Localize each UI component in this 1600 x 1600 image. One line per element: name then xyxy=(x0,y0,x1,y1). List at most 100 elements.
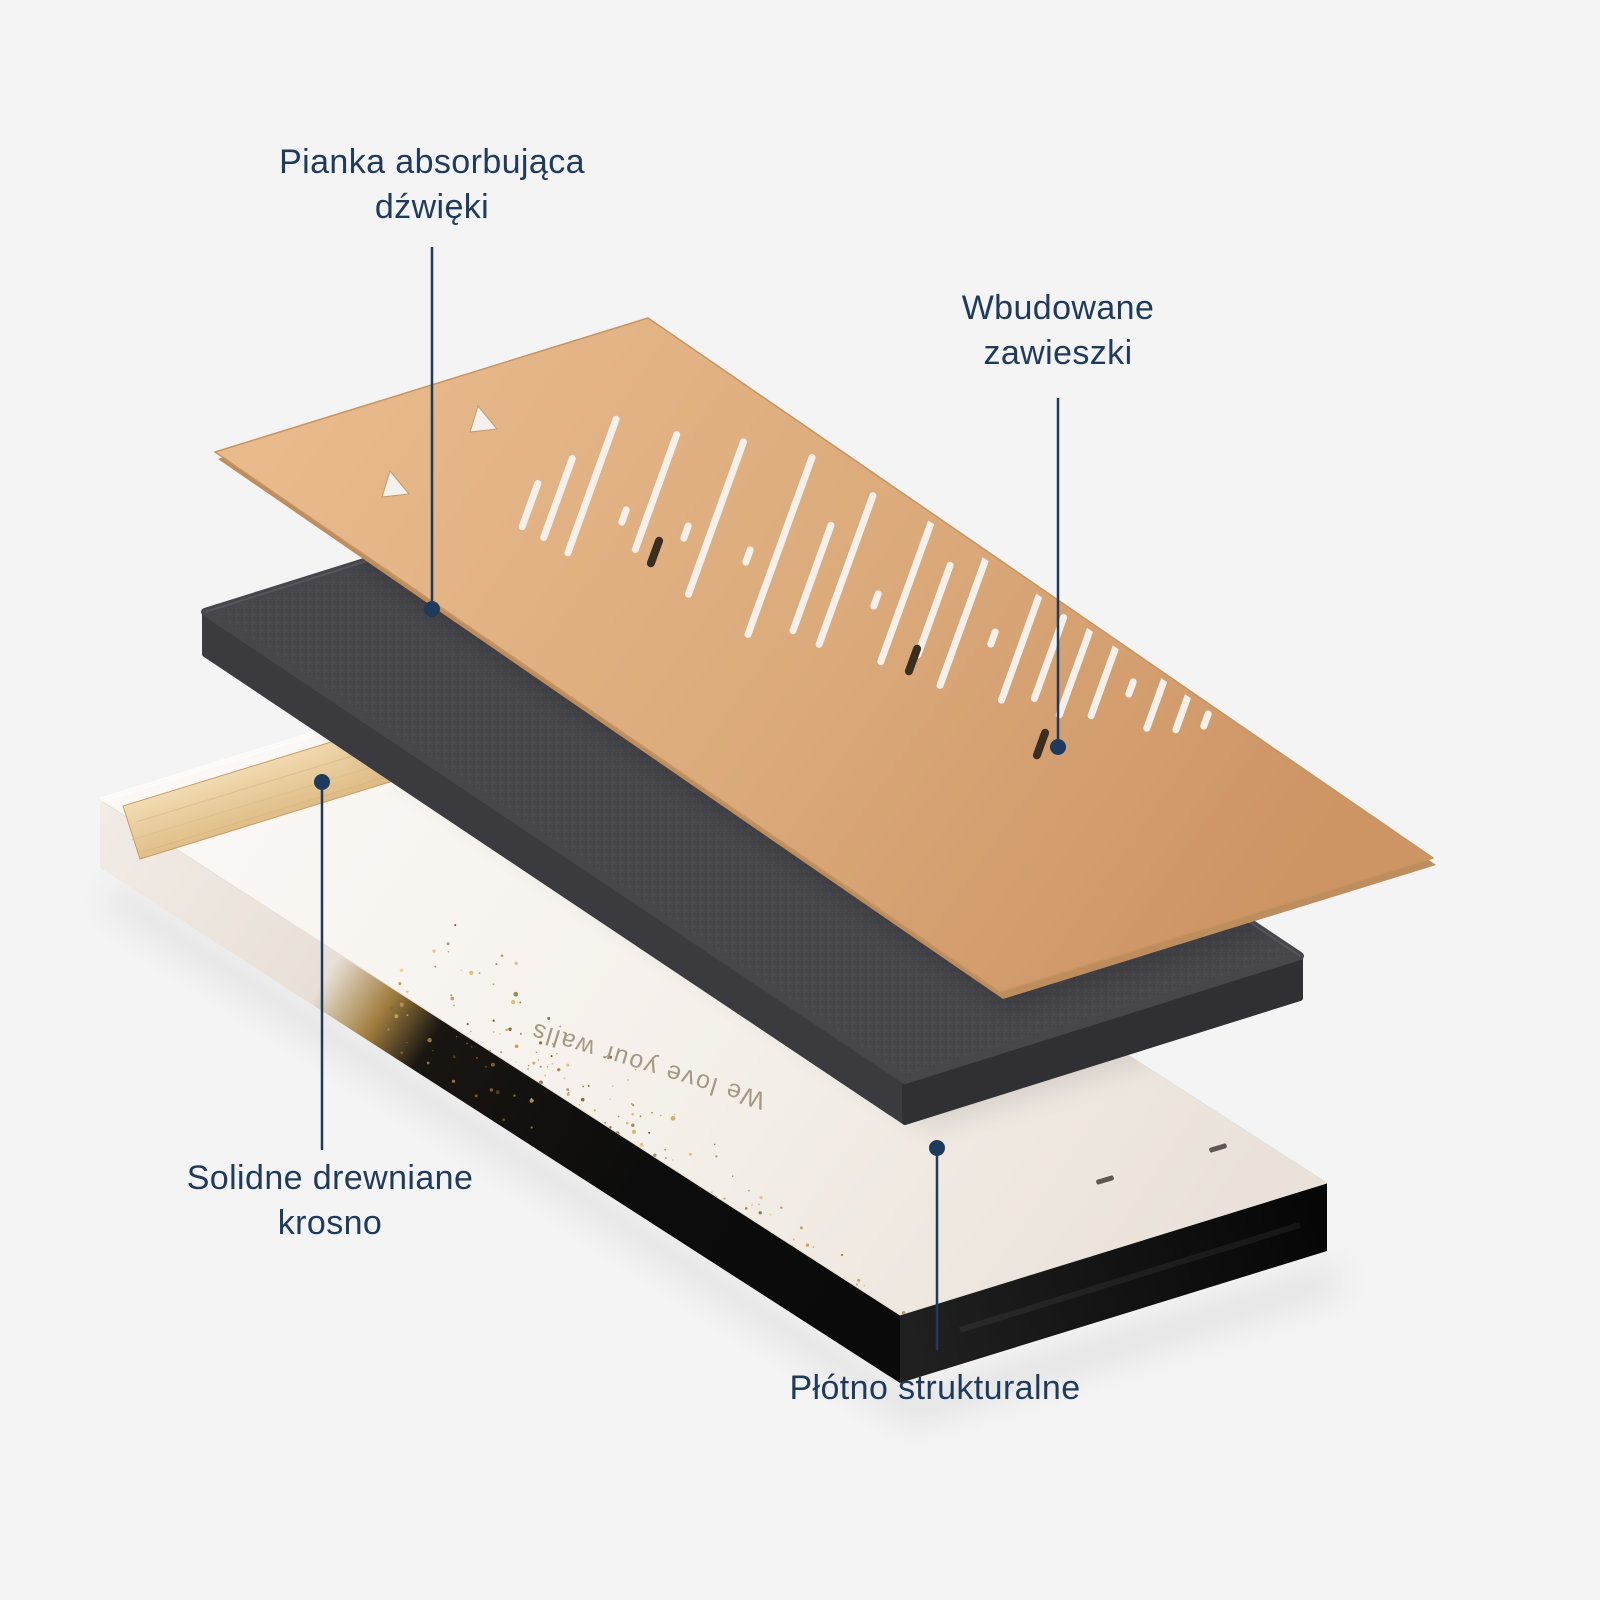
glitter-dot xyxy=(631,1123,635,1127)
glitter-dot xyxy=(582,1085,585,1088)
soundwave-slot xyxy=(1055,613,1099,719)
canvas-side-right xyxy=(900,1183,1327,1383)
glitter-dot xyxy=(432,1049,434,1052)
soundwave-slot xyxy=(987,628,999,648)
glitter-dot xyxy=(455,1036,458,1038)
glitter-dot xyxy=(489,1088,494,1092)
leaders xyxy=(314,247,1066,1350)
glitter-dot xyxy=(527,1064,530,1067)
glitter-dot xyxy=(551,1043,554,1045)
glitter-dot xyxy=(688,1152,692,1156)
glitter-dot xyxy=(611,1085,614,1087)
label-foam-line1: Pianka absorbująca xyxy=(279,143,585,181)
glitter-dot xyxy=(484,1065,488,1068)
canvas-staple xyxy=(1209,1143,1227,1153)
glitter-dot xyxy=(609,1126,612,1129)
glitter-dot xyxy=(765,1324,767,1326)
glitter-dot xyxy=(432,949,436,953)
glitter-dot xyxy=(758,1203,760,1206)
glitter-dot xyxy=(566,1063,570,1067)
glitter-dot xyxy=(492,1031,495,1033)
glitter-dot xyxy=(426,1061,430,1065)
glitter-dot xyxy=(604,1122,606,1124)
glitter-dot xyxy=(546,1065,549,1068)
glitter-dot xyxy=(492,1019,495,1022)
glitter-dot xyxy=(713,1143,716,1146)
glitter-dot xyxy=(492,983,495,986)
glitter-dot xyxy=(609,1098,611,1101)
glitter-dot xyxy=(703,1317,707,1321)
glitter-dot xyxy=(665,1157,667,1159)
label-canvas: Płótno strukturalne xyxy=(685,1366,1185,1411)
glitter-dot xyxy=(627,1212,629,1215)
label-frame: Solidne drewniane krosno xyxy=(80,1156,580,1246)
glitter-dot xyxy=(673,1113,676,1116)
glitter-dot xyxy=(539,1065,542,1068)
glitter-dot xyxy=(580,1097,585,1102)
glitter-dot xyxy=(743,1335,745,1337)
glitter-dot xyxy=(634,1068,637,1071)
glitter-dot xyxy=(515,1061,517,1063)
glitter-dot xyxy=(840,1253,844,1257)
glitter-dot xyxy=(495,963,498,966)
glitter-dot xyxy=(855,1283,858,1286)
glitter-dot xyxy=(711,1191,713,1193)
glitter-dot xyxy=(535,1051,538,1054)
glitter-dot xyxy=(639,1142,644,1147)
glitter-dot xyxy=(544,1074,547,1077)
glitter-dot xyxy=(406,990,409,993)
glitter-dot xyxy=(452,1055,456,1059)
glitter-dot xyxy=(747,1189,750,1192)
glitter-dot xyxy=(723,1197,726,1200)
glitter-dot xyxy=(609,1055,613,1059)
glitter-dot xyxy=(799,1226,803,1230)
glitter-dot xyxy=(398,981,402,986)
canvas-staple xyxy=(1096,1175,1114,1185)
glitter-dot xyxy=(550,1055,553,1058)
glitter-dot xyxy=(671,1159,674,1161)
glitter-dot xyxy=(632,1104,635,1107)
glitter-dot xyxy=(630,1103,633,1105)
glitter-dot xyxy=(659,1232,663,1236)
glitter-dot xyxy=(434,965,437,968)
glitter-dot xyxy=(519,1032,522,1035)
glitter-dot xyxy=(460,969,463,972)
glitter-dot xyxy=(812,1246,815,1248)
hanger-slot xyxy=(646,536,664,568)
glitter-dot xyxy=(469,970,474,975)
glitter-dot xyxy=(753,1294,757,1298)
label-foam-line2: dźwięki xyxy=(374,187,490,226)
glitter-dot xyxy=(558,1069,561,1072)
label-canvas-line1: Płótno strukturalne xyxy=(789,1369,1081,1407)
glitter-dot xyxy=(566,1092,570,1096)
soundwave-slot xyxy=(685,438,747,598)
glitter-dot xyxy=(857,1278,861,1282)
glitter-dot xyxy=(466,1042,468,1045)
soundwave-slot xyxy=(742,546,754,566)
glitter-dot xyxy=(450,996,455,1001)
soundwave-slot xyxy=(815,492,877,648)
glitter-dot xyxy=(660,1114,662,1117)
glitter-dot xyxy=(474,1094,478,1098)
soundwave-slot xyxy=(789,521,835,635)
glitter-dot xyxy=(780,1206,783,1209)
label-foam: Pianka absorbująca dźwięki xyxy=(182,140,682,230)
glitter-dot xyxy=(784,1347,788,1351)
hanger-slot xyxy=(1032,728,1050,760)
glitter-dot xyxy=(399,1002,404,1007)
glitter-dot xyxy=(470,1045,473,1048)
glitter-dot xyxy=(566,1088,570,1091)
glitter-dot xyxy=(394,1014,399,1019)
glitter-dot xyxy=(850,1355,852,1357)
label-hangers-line2: zawieszki xyxy=(983,333,1133,372)
hanger-slot xyxy=(904,644,922,676)
glitter-dot xyxy=(389,1006,394,1011)
glitter-dot xyxy=(514,961,518,966)
glitter-dot xyxy=(810,1357,813,1360)
glitter-dot xyxy=(639,1115,642,1118)
glitter-dot xyxy=(387,1028,390,1031)
glitter-dot xyxy=(529,1098,534,1103)
glitter-dot xyxy=(450,994,453,997)
glitter-dot xyxy=(593,1109,596,1112)
